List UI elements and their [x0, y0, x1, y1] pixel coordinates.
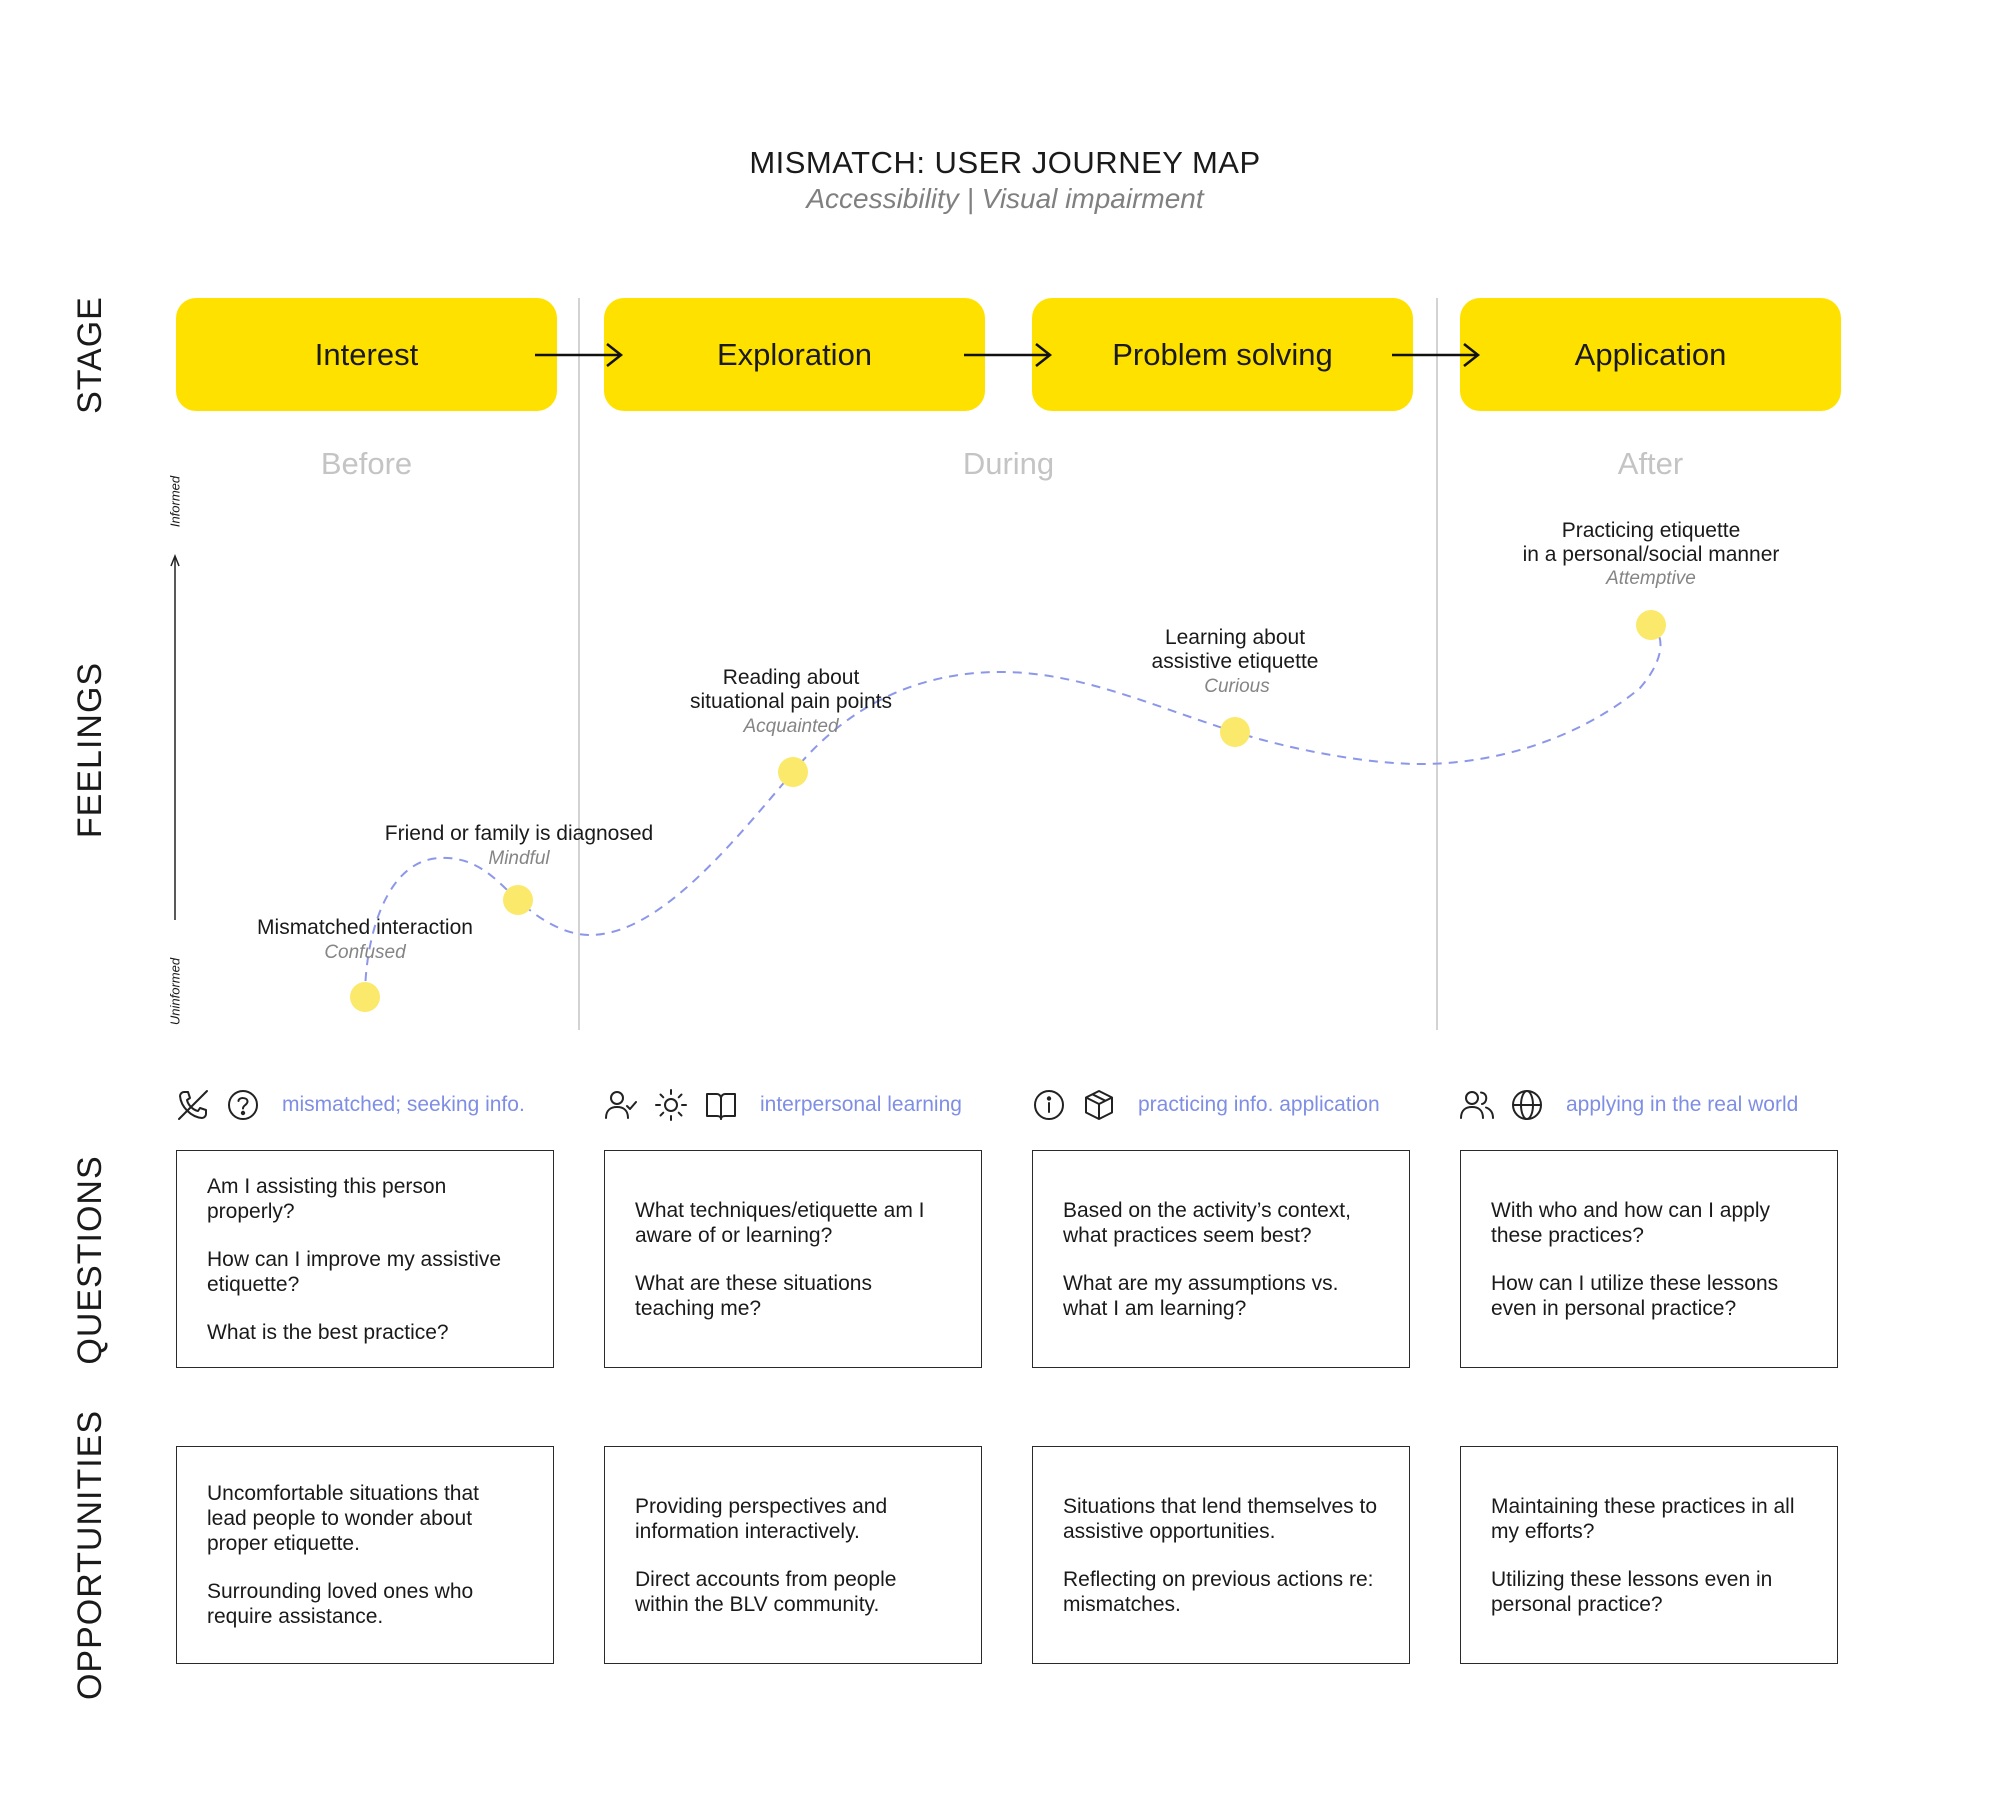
- phase-after: After: [1617, 446, 1684, 481]
- user-check-icon: [605, 1091, 637, 1119]
- feeling-dot-acquainted: [778, 757, 808, 787]
- theme-label: mismatched; seeking info.: [282, 1093, 525, 1116]
- book-open-icon: [706, 1093, 736, 1120]
- feeling-dot-attemptive: [1636, 610, 1666, 640]
- feeling-dot-mindful: [503, 885, 533, 915]
- questions-box-interest: Am I assisting this person properly? How…: [176, 1150, 554, 1368]
- stage-problem-solving: Problem solving: [1032, 298, 1413, 411]
- globe-icon: [1512, 1090, 1542, 1120]
- theme-label: practicing info. application: [1138, 1093, 1380, 1116]
- questions-box-problem-solving: Based on the activity’s context, what pr…: [1032, 1150, 1410, 1368]
- opportunity-text: Surrounding loved ones who require assis…: [207, 1580, 474, 1628]
- phase-divider-before-during: [578, 298, 580, 1030]
- stage-application: Application: [1460, 298, 1841, 411]
- opportunity-text: Reflecting on previous actions re: misma…: [1063, 1567, 1374, 1616]
- question-text: What are my assumptions vs. what I am le…: [1063, 1271, 1339, 1320]
- feeling-label: Curious: [1204, 676, 1270, 697]
- row-label-feelings: FEELINGS: [71, 661, 109, 839]
- theme-row-2: interpersonal learning: [604, 1088, 962, 1122]
- question-text: What techniques/etiquette am I aware of …: [635, 1198, 925, 1247]
- question-text: With who and how can I apply these pract…: [1491, 1198, 1770, 1247]
- question-text: Am I assisting this person properly?: [207, 1174, 447, 1223]
- theme-label: applying in the real world: [1566, 1093, 1799, 1116]
- question-circle-icon: [228, 1090, 258, 1120]
- phase-divider-during-after: [1436, 298, 1438, 1030]
- phone-off-icon: [178, 1090, 208, 1120]
- feeling-label: Attemptive: [1606, 568, 1696, 589]
- opportunities-box-problem-solving: Situations that lend themselves to assis…: [1032, 1446, 1410, 1664]
- questions-box-exploration: What techniques/etiquette am I aware of …: [604, 1150, 982, 1368]
- axis-label-uninformed: Uninformed: [167, 957, 183, 1026]
- theme-row-1: mismatched; seeking info.: [176, 1088, 525, 1122]
- theme-row-4: applying in the real world: [1460, 1088, 1798, 1122]
- theme-row-3: practicing info. application: [1032, 1088, 1380, 1122]
- feeling-dot-confused: [350, 982, 380, 1012]
- question-text: How can I improve my assistive etiquette…: [207, 1247, 502, 1296]
- users-icon: [1460, 1091, 1494, 1119]
- opportunity-text: Situations that lend themselves to assis…: [1063, 1494, 1378, 1543]
- axis-arrow: [170, 553, 180, 920]
- phase-during: During: [962, 446, 1055, 481]
- opportunity-text: Utilizing these lessons even in personal…: [1491, 1567, 1773, 1616]
- question-text: How can I utilize these lessons even in …: [1491, 1271, 1779, 1320]
- opportunity-text: Uncomfortable situations that lead peopl…: [207, 1482, 479, 1555]
- cube-icon: [1085, 1090, 1113, 1120]
- opportunities-box-exploration: Providing perspectives and information i…: [604, 1446, 982, 1664]
- page-subtitle: Accessibility | Visual impairment: [806, 183, 1204, 214]
- opportunities-box-application: Maintaining these practices in all my ef…: [1460, 1446, 1838, 1664]
- page-title: MISMATCH: USER JOURNEY MAP: [749, 145, 1261, 180]
- questions-box-application: With who and how can I apply these pract…: [1460, 1150, 1838, 1368]
- feeling-label: Mindful: [488, 848, 550, 869]
- opportunity-text: Direct accounts from people within the B…: [635, 1567, 897, 1616]
- stage-interest: Interest: [176, 298, 557, 411]
- feeling-dot-curious: [1220, 717, 1250, 747]
- theme-label: interpersonal learning: [760, 1093, 962, 1116]
- event-label: Friend or family is diagnosed: [384, 822, 654, 845]
- phase-before: Before: [320, 446, 413, 481]
- journey-curve: [364, 624, 1662, 998]
- sun-icon: [655, 1089, 687, 1121]
- info-circle-icon: [1034, 1090, 1064, 1120]
- question-text: What is the best practice?: [207, 1320, 449, 1344]
- row-label-opportunities: OPPORTUNITIES: [71, 1409, 109, 1701]
- opportunity-text: Providing perspectives and information i…: [635, 1494, 888, 1543]
- row-label-stage: STAGE: [71, 296, 109, 414]
- question-text: Based on the activity’s context, what pr…: [1063, 1198, 1351, 1247]
- question-text: What are these situations teaching me?: [635, 1271, 872, 1320]
- stage-exploration: Exploration: [604, 298, 985, 411]
- axis-label-informed: Informed: [167, 475, 183, 528]
- event-label: Mismatched interaction: [257, 916, 473, 939]
- opportunity-text: Maintaining these practices in all my ef…: [1491, 1494, 1795, 1543]
- opportunities-box-interest: Uncomfortable situations that lead peopl…: [176, 1446, 554, 1664]
- feeling-label: Acquainted: [743, 716, 839, 737]
- feeling-label: Confused: [324, 942, 406, 963]
